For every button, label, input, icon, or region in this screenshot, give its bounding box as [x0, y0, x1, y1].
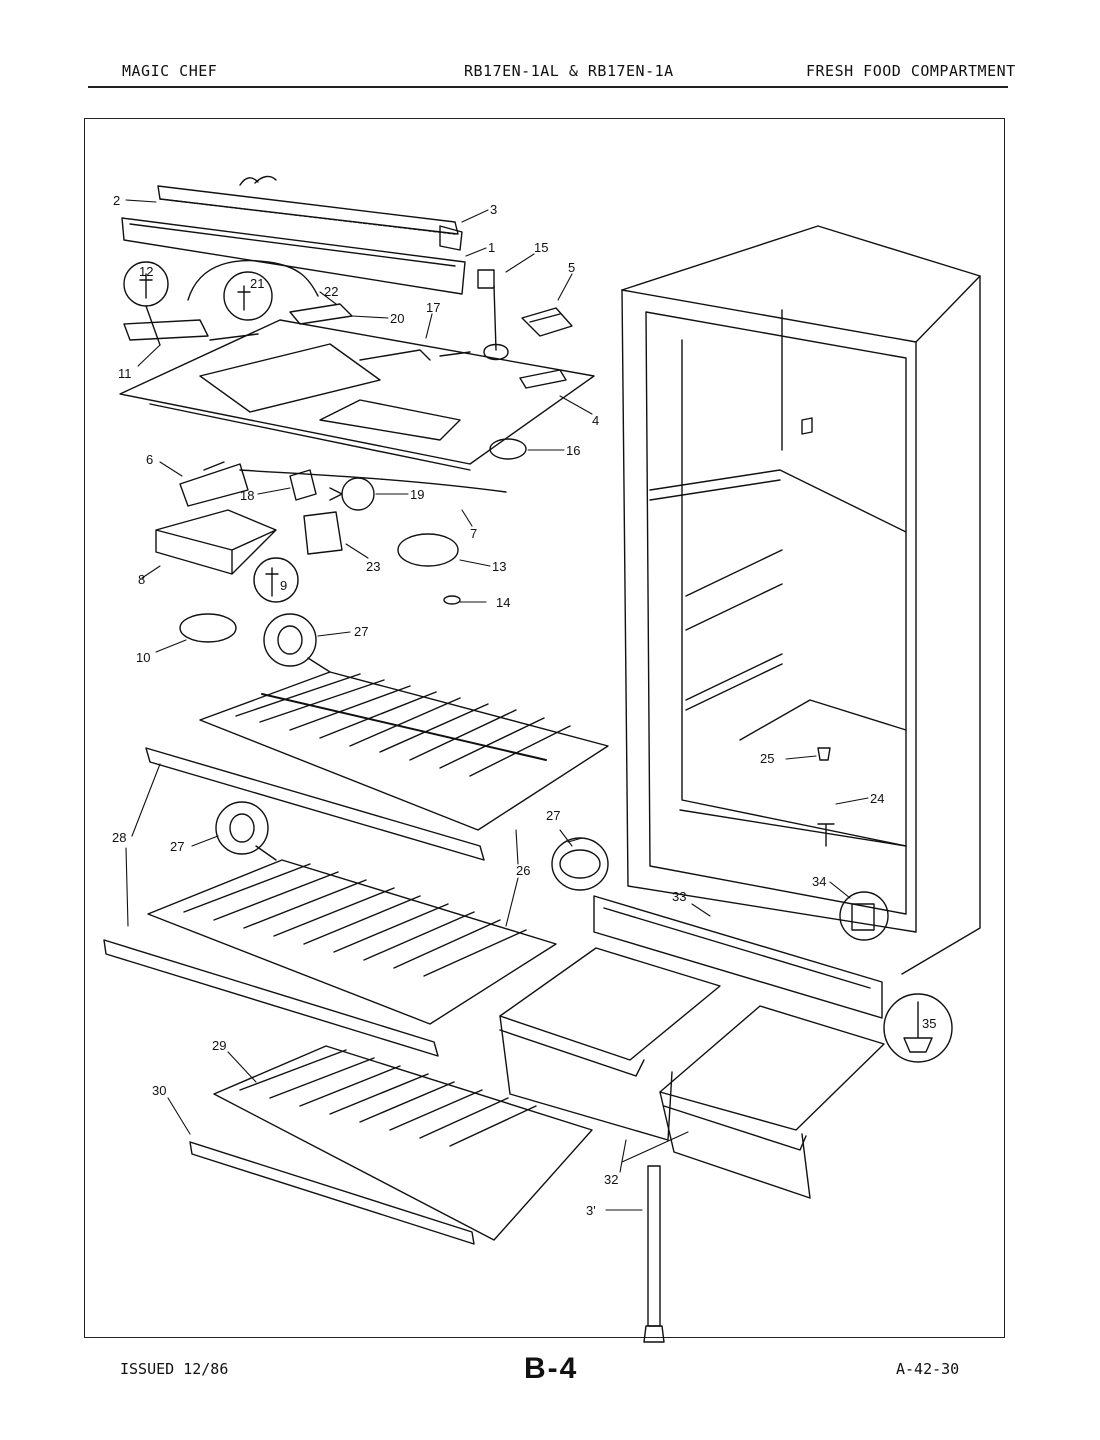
- callout-26: 26: [516, 863, 530, 878]
- light-channel-part: [121, 175, 466, 295]
- callout-8: 8: [138, 572, 145, 587]
- callout-31: 3': [586, 1203, 596, 1218]
- bulb-part: [329, 477, 375, 511]
- crisper-cover-part: [189, 1045, 593, 1245]
- callout-5: 5: [568, 260, 575, 275]
- end-cap-inset-part: [215, 801, 277, 861]
- callout-12: 12: [139, 264, 153, 279]
- callout-15: 15: [534, 240, 548, 255]
- callout-6: 6: [146, 452, 153, 467]
- switch-part: [303, 511, 343, 555]
- end-cap-inset-part: [551, 837, 609, 891]
- callout-22: 22: [324, 284, 338, 299]
- callout-20: 20: [390, 311, 404, 326]
- callout-10: 10: [136, 650, 150, 665]
- control-box-part: [155, 509, 277, 575]
- wire-harness-part: [187, 259, 319, 301]
- crisper-drawer-part: [499, 947, 885, 1199]
- control-post-part: [477, 269, 509, 361]
- callout-23: 23: [366, 559, 380, 574]
- callout-27-left: 27: [170, 839, 184, 854]
- callout-28: 28: [112, 830, 126, 845]
- callout-labels: 2 3 1 15 5 12 21 22 20 17 11 4 16 6 18 1…: [112, 193, 936, 1218]
- shelf-part: [147, 859, 557, 1025]
- callout-11: 11: [118, 366, 132, 381]
- model-number: RB17EN-1AL & RB17EN-1A: [464, 62, 674, 80]
- screw-inset-part: [253, 557, 299, 603]
- diagram-frame: [84, 118, 1005, 1338]
- callout-3: 3: [490, 202, 497, 217]
- callout-14: 14: [496, 595, 510, 610]
- callout-27-top: 27: [354, 624, 368, 639]
- callout-25: 25: [760, 751, 774, 766]
- bracket-part: [123, 319, 259, 341]
- callout-32: 32: [604, 1172, 618, 1187]
- callout-7: 7: [470, 526, 477, 541]
- knob-part: [397, 533, 459, 567]
- shelf-support-rod-part: [643, 1165, 665, 1343]
- callout-21: 21: [250, 276, 264, 291]
- callout-35: 35: [922, 1016, 936, 1031]
- shelf-trim-part: [103, 939, 439, 1057]
- callout-4: 4: [592, 413, 599, 428]
- callout-33: 33: [672, 889, 686, 904]
- callout-34: 34: [812, 874, 826, 889]
- knob-part: [489, 438, 527, 460]
- callout-13: 13: [492, 559, 506, 574]
- hinge-inset-part: [839, 891, 889, 941]
- screw-inset-part: [223, 271, 273, 321]
- page-number: B-4: [524, 1352, 579, 1385]
- louver-part: [521, 307, 573, 337]
- control-housing-part: [119, 319, 595, 471]
- end-cap-inset-part: [263, 613, 331, 673]
- callout-1: 1: [488, 240, 495, 255]
- lamp-socket-part: [289, 469, 317, 501]
- wire-part: [239, 469, 507, 493]
- switch-bracket-part: [289, 303, 353, 325]
- callout-16: 16: [566, 443, 580, 458]
- callout-24: 24: [870, 791, 884, 806]
- shelf-trim-part: [145, 747, 485, 861]
- screw-part: [817, 823, 835, 847]
- leveling-leg-inset-part: [883, 993, 953, 1063]
- callout-19: 19: [410, 487, 424, 502]
- callout-18: 18: [240, 488, 254, 503]
- callout-27-right: 27: [546, 808, 560, 823]
- callout-2: 2: [113, 193, 120, 208]
- washer-part: [443, 595, 461, 605]
- header-rule: [88, 86, 1008, 88]
- leader-lines: [125, 199, 869, 1211]
- crisper-frame-part: [593, 895, 883, 1019]
- thermostat-part: [179, 461, 249, 507]
- callout-29: 29: [212, 1038, 226, 1053]
- shelf-part: [199, 671, 609, 831]
- section-title: FRESH FOOD COMPARTMENT: [806, 62, 1016, 80]
- callout-17: 17: [426, 300, 440, 315]
- issued-date: ISSUED 12/86: [120, 1360, 229, 1378]
- brand-name: MAGIC CHEF: [122, 62, 218, 80]
- knob-part: [179, 613, 237, 643]
- document-number: A-42-30: [896, 1360, 960, 1378]
- callout-9: 9: [280, 578, 287, 593]
- screw-part: [817, 747, 831, 761]
- callout-30: 30: [152, 1083, 166, 1098]
- refrigerator-cabinet-part: [621, 225, 981, 975]
